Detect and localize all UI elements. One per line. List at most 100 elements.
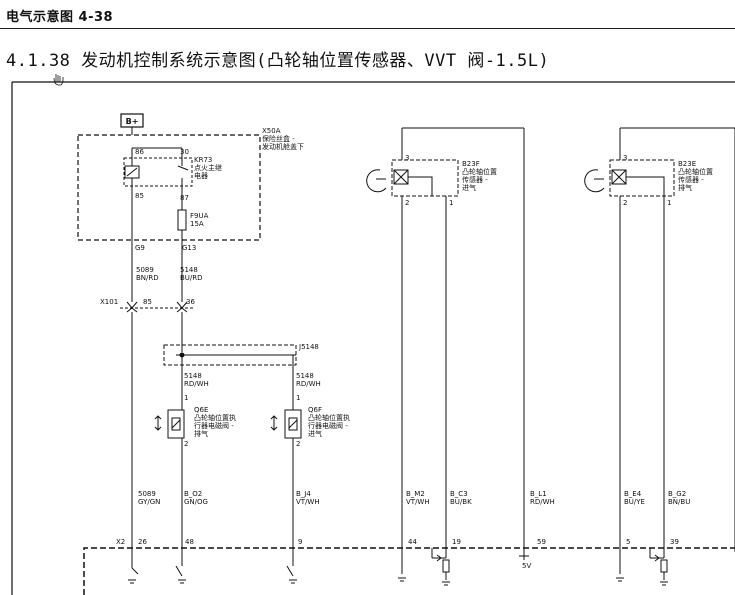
svg-text:B_J4: B_J4 [296, 490, 311, 498]
svg-text:B23E: B23E [678, 160, 696, 168]
svg-text:RD/WH: RD/WH [530, 498, 555, 506]
svg-text:行器电磁阀 -: 行器电磁阀 - [194, 421, 234, 430]
wire-5148-bu: 5148 BU/RD [180, 240, 203, 302]
svg-text:RD/WH: RD/WH [296, 380, 321, 388]
svg-text:凸轮轴位置: 凸轮轴位置 [678, 167, 713, 176]
splice-j5148: J5148 [163, 343, 319, 410]
svg-text:BU/RD: BU/RD [180, 274, 203, 282]
svg-text:B_M2: B_M2 [406, 490, 425, 498]
svg-text:GY/GN: GY/GN [138, 498, 160, 506]
svg-text:3: 3 [405, 154, 409, 162]
svg-text:86: 86 [135, 148, 144, 156]
svg-text:凸轮轴位置执: 凸轮轴位置执 [308, 413, 350, 422]
svg-text:排气: 排气 [678, 183, 692, 192]
wire-b-g2: B_G2 BN/BU [668, 490, 690, 506]
svg-text:进气: 进气 [462, 183, 476, 192]
svg-text:Q6E: Q6E [194, 406, 208, 414]
fuse-f9ua: F9UA 15A [177, 196, 209, 240]
sensor-b23f: 3 2 1 B23F 凸轮轴位置 传感器 - 进气 [366, 127, 525, 552]
svg-text:1: 1 [449, 199, 453, 207]
svg-text:传感器 -: 传感器 - [678, 175, 704, 184]
svg-text:5089: 5089 [138, 490, 156, 498]
svg-text:保险丝盒 -: 保险丝盒 - [262, 134, 295, 143]
svg-text:VT/WH: VT/WH [406, 498, 430, 506]
svg-text:5: 5 [626, 538, 630, 546]
wire-5148-rd-left: 5148 RD/WH [184, 372, 209, 388]
svg-text:1: 1 [184, 394, 188, 402]
svg-text:3: 3 [623, 154, 627, 162]
svg-text:B_L1: B_L1 [530, 490, 547, 498]
svg-text:J5148: J5148 [298, 343, 319, 351]
svg-text:点火主继: 点火主继 [194, 163, 222, 172]
pin-g13: G13 [182, 244, 196, 252]
svg-text:KR73: KR73 [194, 156, 212, 164]
svg-text:B_C3: B_C3 [450, 490, 468, 498]
page-title: 4.1.38 发动机控制系统示意图(凸轮轴位置传感器、VVT 阀-1.5L) [6, 51, 550, 71]
svg-text:电器: 电器 [194, 171, 208, 180]
svg-text:85: 85 [143, 298, 152, 306]
wire-5089-bn: 5089 BN/RD [131, 214, 159, 302]
svg-text:1: 1 [296, 394, 300, 402]
svg-text:凸轮轴位置: 凸轮轴位置 [462, 167, 497, 176]
header-rule [0, 28, 735, 29]
svg-text:B+: B+ [126, 117, 139, 126]
fuse-block-x50a: X50A 保险丝盒 - 发动机舱盖下 [77, 127, 304, 241]
svg-text:1: 1 [667, 199, 671, 207]
svg-text:传感器 -: 传感器 - [462, 175, 488, 184]
wire-b-m2: B_M2 VT/WH [406, 490, 430, 506]
svg-text:5148: 5148 [184, 372, 202, 380]
svg-text:9: 9 [298, 538, 302, 546]
wire-b-j4: B_J4 VT/WH [296, 490, 320, 506]
svg-text:发动机舱盖下: 发动机舱盖下 [262, 142, 304, 151]
svg-text:2: 2 [296, 440, 300, 448]
svg-text:26: 26 [138, 538, 147, 546]
wire-5089-gy: 5089 GY/GN [138, 490, 160, 506]
pin-g9: G9 [135, 244, 145, 252]
svg-text:2: 2 [623, 199, 627, 207]
svg-text:BU/BK: BU/BK [450, 498, 472, 506]
relay-kr73: 86 30 85 87 KR73 点火主继 电器 [123, 147, 222, 214]
wire-b-o2: B_O2 GN/OG [184, 490, 208, 506]
svg-text:44: 44 [408, 538, 417, 546]
svg-text:进气: 进气 [308, 429, 322, 438]
svg-text:RD/WH: RD/WH [184, 380, 209, 388]
hand-cursor-icon[interactable] [53, 74, 64, 86]
wire-5148-rd-right: 5148 RD/WH [296, 372, 321, 388]
svg-text:X50A: X50A [262, 127, 281, 135]
svg-text:5148: 5148 [180, 266, 198, 274]
header-title: 电气示意图 4-38 [6, 10, 114, 25]
wire-b-l1: B_L1 RD/WH [530, 490, 555, 506]
svg-text:GN/OG: GN/OG [184, 498, 208, 506]
svg-text:5148: 5148 [296, 372, 314, 380]
svg-text:排气: 排气 [194, 429, 208, 438]
svg-text:39: 39 [670, 538, 679, 546]
svg-text:2: 2 [184, 440, 188, 448]
svg-text:B_E4: B_E4 [624, 490, 642, 498]
svg-text:X2: X2 [116, 538, 125, 546]
svg-text:BN/BU: BN/BU [668, 498, 690, 506]
power-bplus: B+ [120, 113, 144, 135]
svg-text:30: 30 [180, 148, 189, 156]
svg-text:BN/RD: BN/RD [136, 274, 159, 282]
svg-text:5089: 5089 [136, 266, 154, 274]
svg-text:行器电磁阀 -: 行器电磁阀 - [308, 421, 348, 430]
svg-text:凸轮轴位置执: 凸轮轴位置执 [194, 413, 236, 422]
svg-text:87: 87 [180, 194, 189, 202]
valve-q6f: 1 2 Q6F 凸轮轴位置执 行器电磁阀 - 进气 [270, 394, 350, 552]
svg-text:B23F: B23F [462, 160, 480, 168]
valve-q6e: 1 2 Q6E 凸轮轴位置执 行器电磁阀 - 排气 [154, 394, 236, 552]
svg-text:B_O2: B_O2 [184, 490, 202, 498]
ecm-internal-circuits: 5V [128, 548, 668, 586]
svg-text:85: 85 [135, 192, 144, 200]
svg-text:Q6F: Q6F [308, 406, 322, 414]
svg-text:F9UA: F9UA [190, 212, 209, 220]
sensor-b23e: 3 2 1 B23E 凸轮轴位置 传感器 - 排气 [584, 127, 735, 552]
page-frame [11, 81, 735, 595]
svg-text:2: 2 [405, 199, 409, 207]
ref-voltage-5v: 5V [522, 562, 531, 570]
svg-text:B_G2: B_G2 [668, 490, 686, 498]
svg-text:36: 36 [186, 298, 195, 306]
connector-x101: X101 85 36 [100, 298, 195, 552]
svg-text:48: 48 [185, 538, 194, 546]
